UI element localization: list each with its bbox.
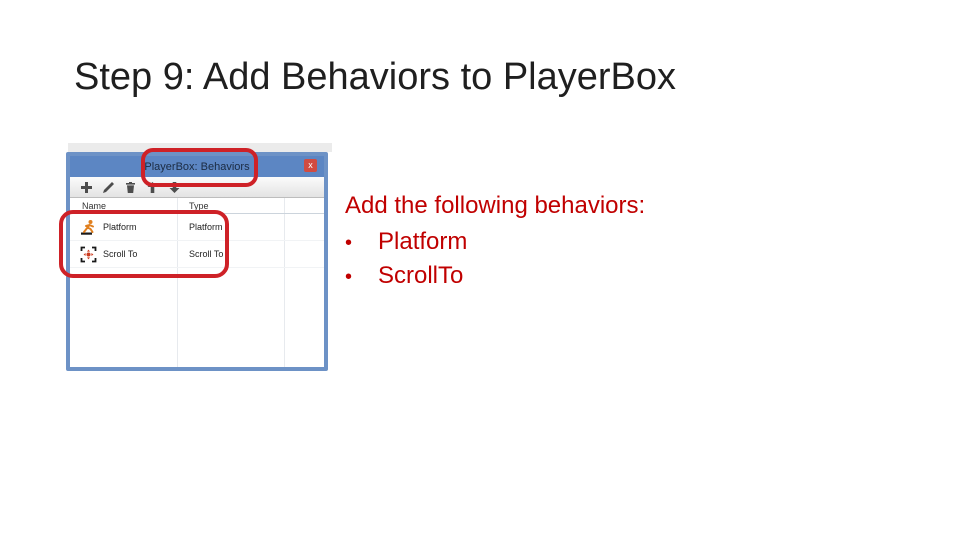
delete-icon[interactable] (124, 181, 136, 193)
bullet-icon: • (345, 232, 353, 254)
add-icon[interactable] (80, 181, 92, 193)
callout-item-label: ScrollTo (378, 262, 464, 289)
table-row-platform[interactable]: Platform Platform (70, 214, 324, 241)
list-item: • ScrollTo (345, 262, 705, 296)
column-header-type: Type (189, 200, 209, 211)
dialog-toolbar (70, 177, 324, 198)
move-down-icon[interactable] (168, 181, 180, 193)
callout-item-label: Platform (378, 228, 468, 255)
close-icon[interactable]: x (304, 159, 317, 172)
edit-icon[interactable] (102, 181, 114, 193)
screenshot-background (68, 143, 332, 152)
row-name-label: Scroll To (103, 249, 138, 259)
list-item: • Platform (345, 228, 705, 262)
platform-behavior-icon (80, 219, 97, 236)
column-divider (284, 198, 285, 367)
bullet-icon: • (345, 266, 353, 288)
table-header-row: Name Type (70, 198, 324, 214)
move-up-icon[interactable] (146, 181, 158, 193)
behaviors-dialog-window: PlayerBox: Behaviors x (66, 152, 328, 371)
behaviors-dialog-screenshot: PlayerBox: Behaviors x (65, 143, 332, 371)
dialog-titlebar: PlayerBox: Behaviors x (70, 156, 324, 177)
row-type-label: Scroll To (189, 249, 224, 259)
callout-heading: Add the following behaviors: (345, 192, 646, 219)
scrollto-behavior-icon (80, 246, 97, 263)
row-name-label: Platform (103, 222, 137, 232)
callout-text-block: Add the following behaviors: • Platform … (345, 190, 705, 296)
dialog-title: PlayerBox: Behaviors (144, 160, 250, 173)
table-row-scrollto[interactable]: Scroll To Scroll To (70, 241, 324, 268)
page-title: Step 9: Add Behaviors to PlayerBox (74, 56, 677, 98)
callout-list: • Platform • ScrollTo (345, 228, 705, 296)
row-type-label: Platform (189, 222, 223, 232)
column-divider (177, 198, 178, 367)
column-header-name: Name (82, 200, 107, 211)
behaviors-table: Name Type Platform Platform (70, 198, 324, 367)
